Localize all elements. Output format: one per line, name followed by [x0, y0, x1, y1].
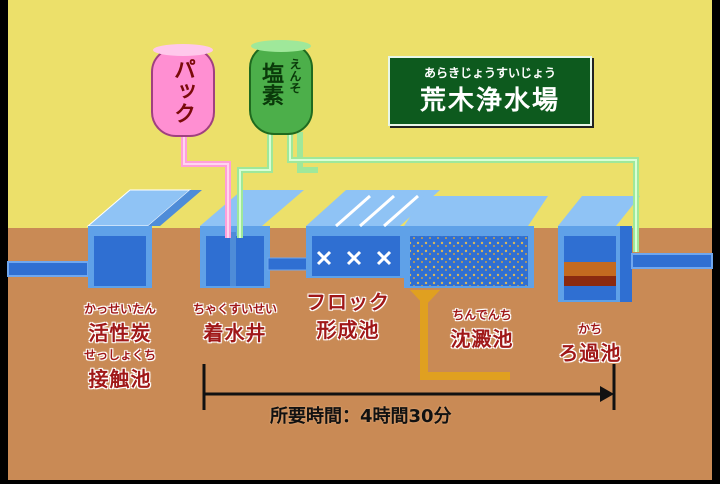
receiving-well: [200, 190, 304, 288]
stage-label-floc-1: フロック: [298, 286, 398, 315]
stage-label-filter: かち ろ過池: [540, 320, 640, 366]
pac-tank: [151, 44, 215, 137]
stage-label-receiving-well: ちゃくすいせい 着水井: [180, 300, 290, 346]
plant-title-ruby: あらきじょうすいじょう: [423, 66, 556, 80]
plant-title-box: あらきじょうすいじょう 荒木浄水場: [388, 56, 592, 126]
filter-basin: [558, 196, 640, 302]
stage-ruby: ちんでんち: [452, 308, 512, 322]
chlorine-tank-label: 塩素: [258, 62, 283, 106]
stage-name: フロック: [306, 290, 390, 314]
stage-label-contact: せっしょくち 接触池: [70, 346, 170, 392]
connecting-pipe: [267, 257, 309, 271]
stage-label-sedimentation: ちんでんち 沈澱池: [432, 306, 532, 352]
stage-ruby: かっせいたん: [83, 302, 156, 316]
sedimentation-basin: [404, 196, 548, 380]
stage-label-floc-2: 形成池: [298, 314, 398, 343]
stage-ruby: せっしょくち: [83, 348, 156, 362]
stage-name: 沈澱池: [450, 327, 514, 351]
stage-name: 活性炭: [88, 321, 152, 345]
pac-tank-label: パック: [170, 58, 195, 124]
activated-carbon-basin: [86, 189, 202, 288]
stage-name: 着水井: [203, 321, 267, 345]
stage-name: 形成池: [316, 318, 380, 342]
chlorine-tank: [249, 40, 313, 135]
stage-ruby: ちゃくすいせい: [192, 302, 277, 316]
stage-ruby: かち: [577, 322, 602, 336]
stage-label-carbon: かっせいたん 活性炭: [70, 300, 170, 346]
duration-arrow: [202, 364, 616, 410]
stage-name: ろ過池: [558, 341, 622, 365]
flocculation-basin: [306, 190, 440, 278]
stage-name: 接触池: [88, 367, 152, 391]
duration-label: 所要時間：4時間30分: [270, 406, 452, 427]
plant-title: 荒木浄水場: [419, 86, 560, 116]
chlorine-tank-ruby: えんそ: [288, 58, 302, 94]
inflow-pipe: [7, 261, 89, 277]
outflow-pipe: [631, 253, 713, 269]
